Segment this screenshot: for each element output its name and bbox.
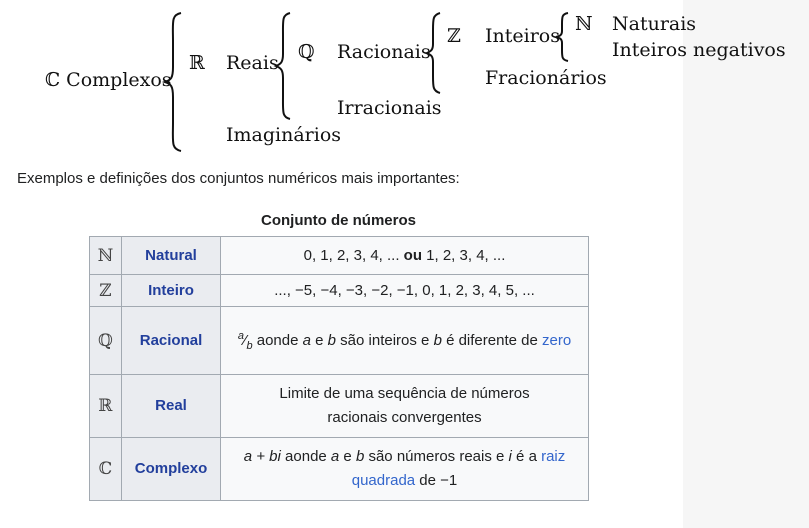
zero-link[interactable]: zero xyxy=(541,331,572,349)
number-sets-table: ℕ Natural 0, 1, 2, 3, 4, ... ou 1, 2, 3,… xyxy=(89,236,589,501)
description: a⁄b aonde a e b são inteiros e b é difer… xyxy=(220,306,589,375)
brace-icon xyxy=(424,12,441,94)
negative-integers-label: Inteiros negativos xyxy=(612,39,786,61)
rational-symbol: ℚ xyxy=(298,41,315,63)
set-symbol: ℤ xyxy=(89,274,122,307)
irrational-label: Irracionais xyxy=(337,97,442,119)
caption: Exemplos e definições dos conjuntos numé… xyxy=(17,170,460,187)
description: 0, 1, 2, 3, 4, ... ou 1, 2, 3, 4, ... xyxy=(220,236,589,275)
description: Limite de uma sequência de números racio… xyxy=(220,374,589,438)
set-symbol: ℚ xyxy=(89,306,122,375)
set-symbol: ℂ xyxy=(89,437,122,501)
brace-icon xyxy=(555,12,569,62)
integer-symbol: ℤ xyxy=(447,25,461,47)
integer-link[interactable]: Inteiro xyxy=(148,281,194,299)
table-row: ℚ Racional a⁄b aonde a e b são inteiros … xyxy=(89,306,589,375)
brace-icon xyxy=(161,12,182,152)
natural-label: Naturais xyxy=(612,13,697,35)
complex-link[interactable]: Complexo xyxy=(134,460,208,477)
side-panel xyxy=(683,0,809,528)
brace-icon xyxy=(273,12,291,120)
real-link[interactable]: Real xyxy=(155,397,187,414)
square-root-link[interactable]: raiz quadrada xyxy=(351,448,566,489)
table-row: ℝ Real Limite de uma sequência de número… xyxy=(89,374,589,438)
integer-label: Inteiros xyxy=(485,25,560,47)
real-symbol: ℝ xyxy=(189,52,205,74)
table-title: Conjunto de números xyxy=(261,212,416,229)
natural-link[interactable]: Natural xyxy=(145,246,197,264)
natural-symbol: ℕ xyxy=(575,13,593,35)
fractional-label: Fracionários xyxy=(485,67,607,89)
description: ..., −5, −4, −3, −2, −1, 0, 1, 2, 3, 4, … xyxy=(220,274,589,307)
set-symbol: ℝ xyxy=(89,374,122,438)
set-symbol: ℕ xyxy=(89,236,122,275)
rational-label: Racionais xyxy=(337,41,431,63)
table-row: ℕ Natural 0, 1, 2, 3, 4, ... ou 1, 2, 3,… xyxy=(89,236,589,275)
rational-link[interactable]: Racional xyxy=(139,331,203,349)
description: a + bi aonde a e b são números reais e i… xyxy=(220,437,589,501)
real-label: Reais xyxy=(226,52,279,74)
table-row: ℤ Inteiro ..., −5, −4, −3, −2, −1, 0, 1,… xyxy=(89,274,589,307)
complex-label: ℂ Complexos xyxy=(45,69,172,91)
table-row: ℂ Complexo a + bi aonde a e b são número… xyxy=(89,437,589,501)
imaginary-label: Imaginários xyxy=(226,124,342,146)
